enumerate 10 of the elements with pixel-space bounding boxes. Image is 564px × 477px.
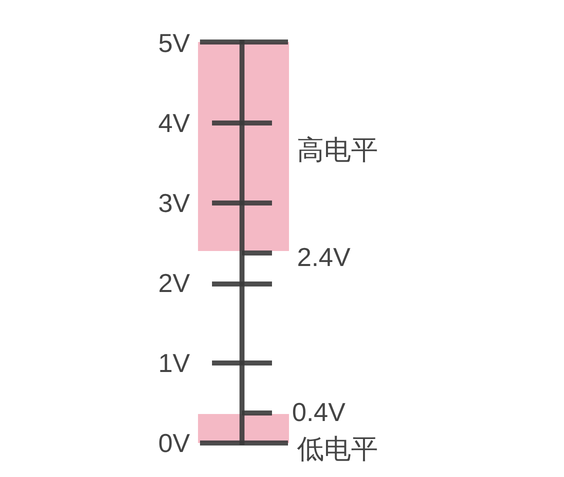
voltage-label: 3V bbox=[158, 188, 190, 218]
voltage-label: 1V bbox=[158, 348, 190, 378]
voltage-label: 4V bbox=[158, 108, 190, 138]
voltage-label: 0V bbox=[158, 428, 190, 458]
level-label: 低电平 bbox=[297, 435, 378, 465]
level-label: 高电平 bbox=[297, 136, 378, 166]
voltage-label: 0.4V bbox=[292, 397, 346, 427]
voltage-label: 2V bbox=[158, 268, 190, 298]
voltage-label: 2.4V bbox=[297, 242, 350, 272]
voltage-label: 5V bbox=[158, 28, 190, 58]
